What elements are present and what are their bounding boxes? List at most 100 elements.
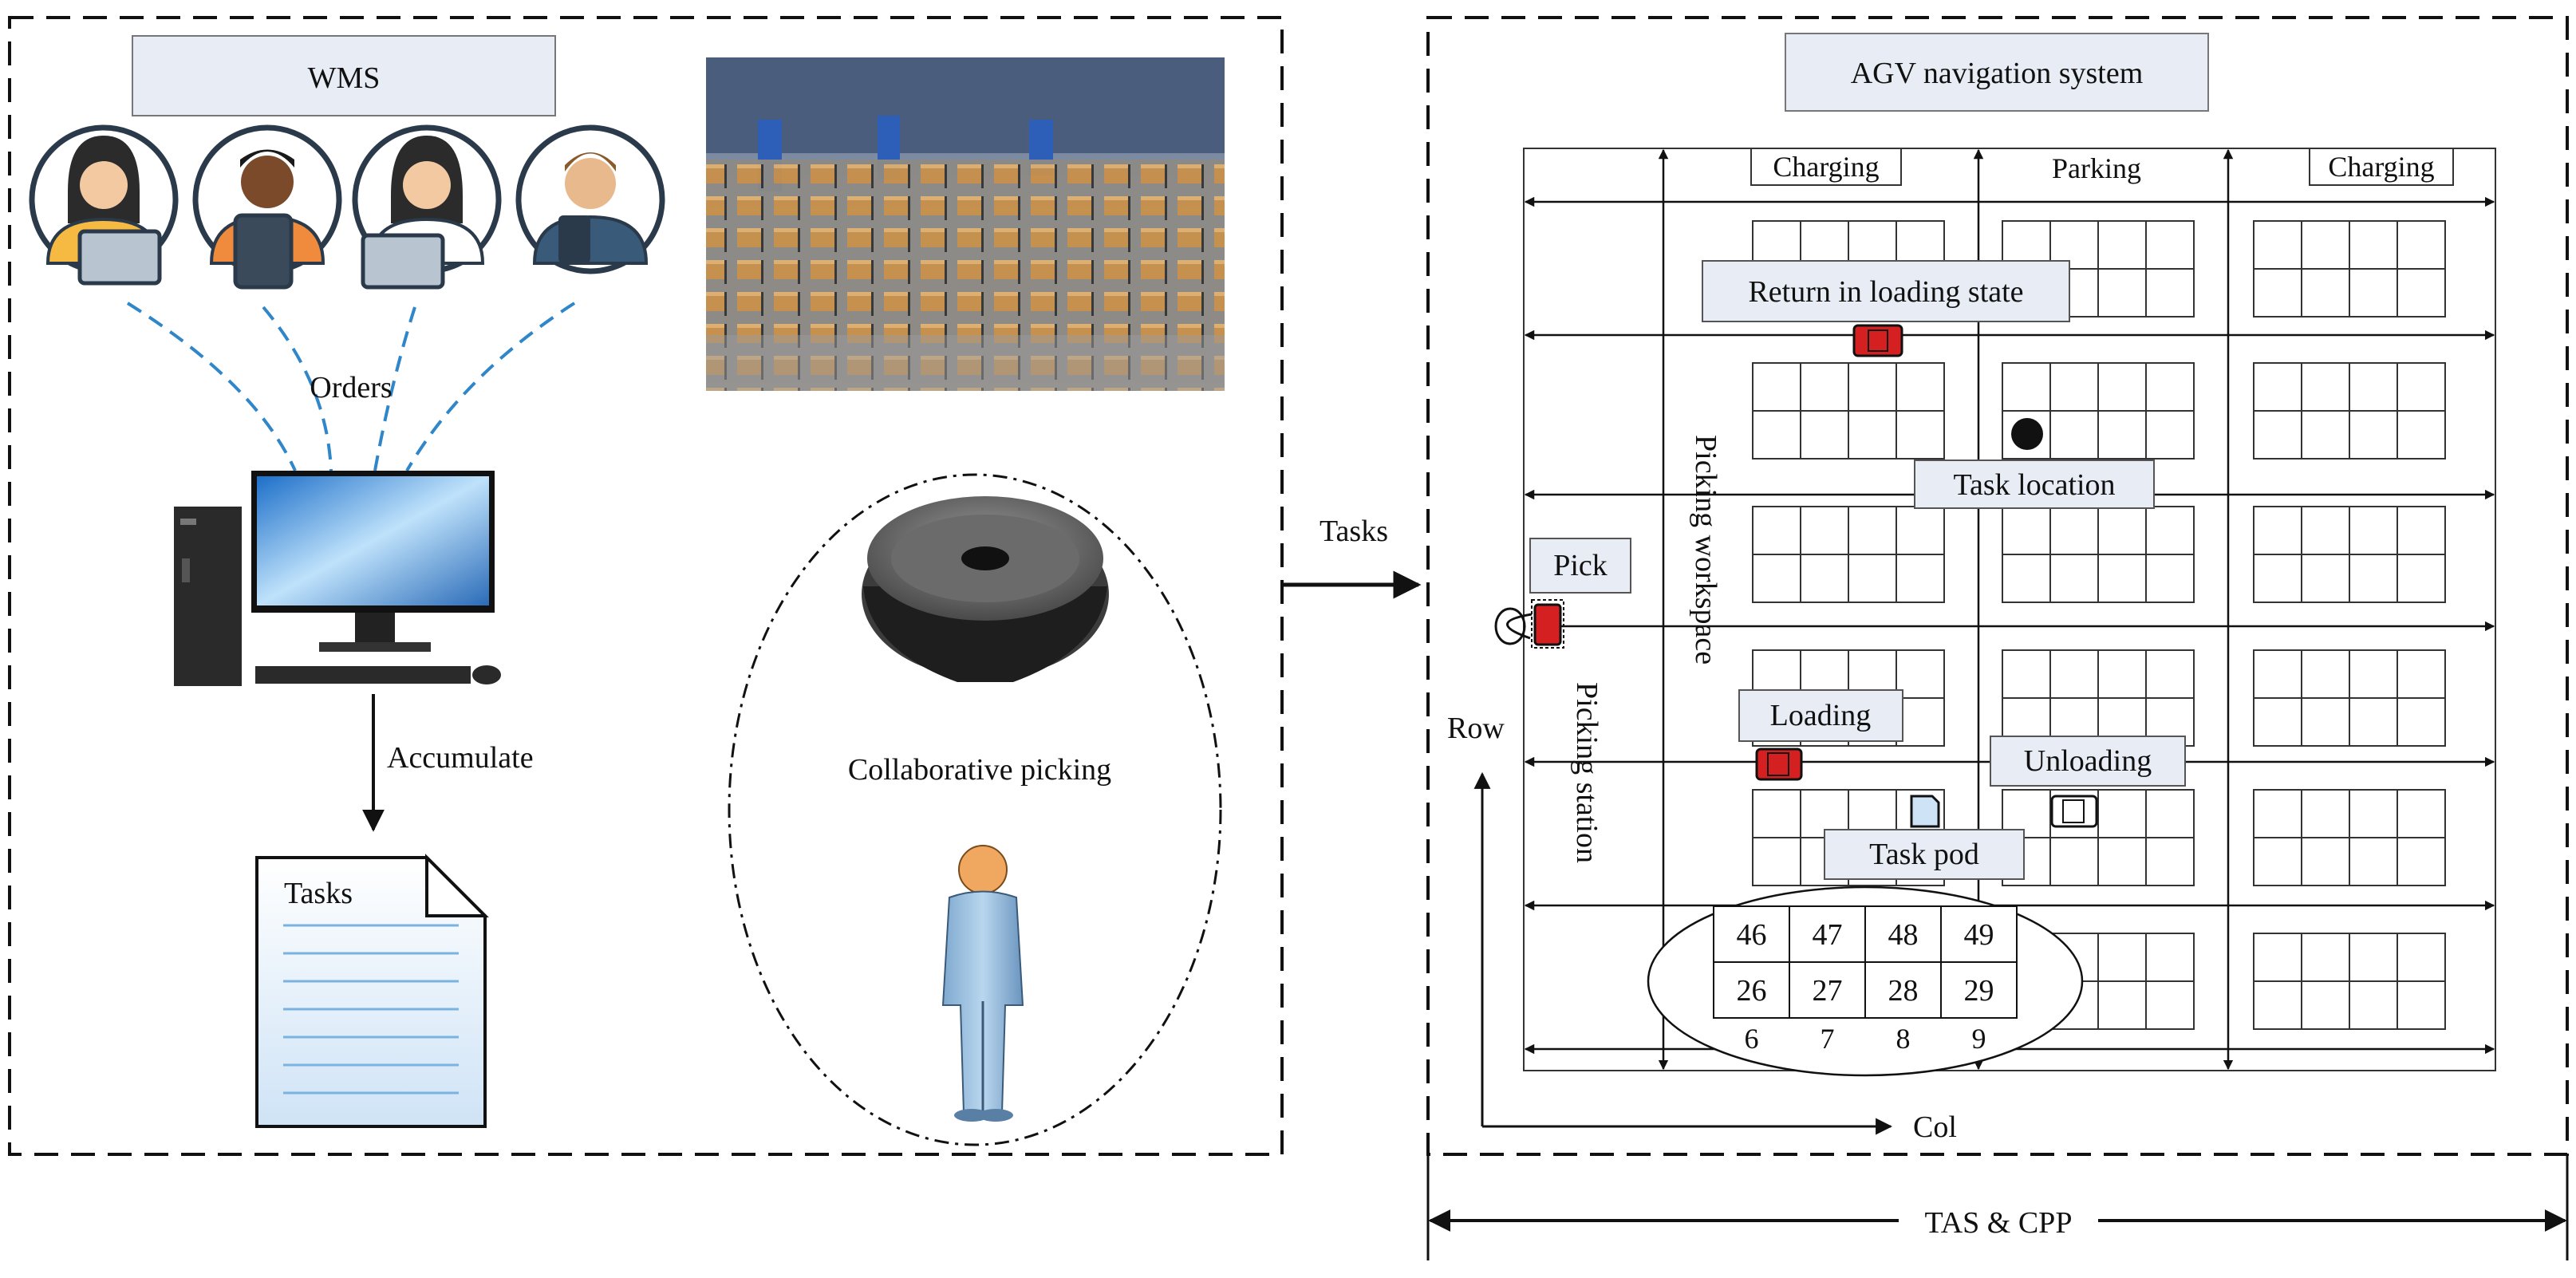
accumulate-label: Accumulate [387,741,534,775]
storage-cell [2349,697,2398,747]
agv-robot-icon [862,496,1109,682]
storage-cell [2145,554,2195,603]
storage-cell [2253,789,2302,838]
agv-title: AGV navigation system [1851,57,2144,90]
storage-cell [1800,554,1849,603]
agv-vehicle-icon [2050,795,2098,828]
storage-cell [2253,506,2302,555]
storage-cell [2253,697,2302,747]
storage-cell [1752,362,1801,412]
storage-cell [2301,697,2350,747]
storage-cell [2002,506,2051,555]
zoom-grid-number: 47 [1813,918,1843,952]
storage-cell [2097,506,2147,555]
storage-cell [1848,554,1897,603]
storage-block [2002,506,2195,603]
zoom-grid-number: 26 [1737,974,1767,1008]
storage-cell [2097,649,2147,699]
storage-block [1752,362,1945,460]
storage-cell [2145,789,2195,838]
zoom-grid-cell [1713,905,1790,963]
storage-cell [2397,789,2446,838]
storage-cell [2301,649,2350,699]
storage-cell [2349,268,2398,318]
storage-cell [1848,362,1897,412]
document-icon [255,854,489,1128]
row-label: Row [1447,712,1505,745]
storage-cell [2349,410,2398,460]
storage-cell [2097,789,2147,838]
storage-cell [2349,220,2398,270]
storage-cell [2301,789,2350,838]
storage-cell [1896,697,1945,747]
pick-box: Pick [1529,538,1631,594]
charging-right-label: Charging [2328,151,2434,183]
zoom-grid-cell [1789,905,1866,963]
zoom-grid-number: 6 [1745,1023,1759,1055]
orders-label: Orders [310,371,392,404]
storage-block [2002,362,2195,460]
storage-block [2002,220,2195,318]
storage-cell [2301,980,2350,1030]
return-label: Return in loading state [1748,275,2023,309]
zoom-grid-cell [1940,961,2018,1019]
person-icon [29,124,179,286]
storage-cell [2301,220,2350,270]
storage-block [1752,506,1945,603]
zoom-grid-number: 49 [1964,918,1994,952]
zoom-grid-number: 28 [1888,974,1919,1008]
storage-cell [2397,837,2446,886]
zoom-grid-cell [1864,905,1942,963]
storage-cell [2049,554,2099,603]
storage-cell [2145,980,2195,1030]
right-panel-border [1426,16,2569,1156]
storage-cell [2097,268,2147,318]
tasks-doc-label: Tasks [284,877,353,910]
storage-cell [2349,789,2398,838]
storage-cell [2253,268,2302,318]
storage-cell [2253,410,2302,460]
storage-cell [1752,410,1801,460]
storage-cell [1896,362,1945,412]
storage-cell [2145,933,2195,982]
storage-cell [1896,506,1945,555]
storage-cell [2002,649,2051,699]
picking-station-label: Picking station [1570,682,1604,863]
unloading-box: Unloading [1990,736,2186,787]
return-label-box: Return in loading state [1702,260,2070,322]
storage-cell [2253,649,2302,699]
zoom-grid-cell [1713,961,1790,1019]
storage-cell [2097,410,2147,460]
storage-cell [2145,837,2195,886]
storage-cell [2253,980,2302,1030]
storage-cell [2049,410,2099,460]
unloading-label: Unloading [2024,744,2152,778]
storage-cell [2145,362,2195,412]
charging-left-label: Charging [1773,151,1879,183]
storage-block [2253,506,2446,603]
storage-cell [1752,506,1801,555]
zoom-grid-number: 48 [1888,918,1919,952]
parking-label: Parking [2052,152,2141,184]
person-icon [515,124,665,274]
zoom-grid-number: 8 [1896,1023,1911,1055]
storage-cell [2049,362,2099,412]
storage-cell [2397,649,2446,699]
storage-cell [1848,410,1897,460]
storage-block [2253,649,2446,747]
storage-cell [2301,362,2350,412]
storage-cell [2097,220,2147,270]
pick-label: Pick [1553,549,1608,582]
span-label-bg [1899,1203,2098,1238]
storage-cell [2097,933,2147,982]
tasks-arrow-label: Tasks [1320,515,1388,548]
storage-cell [2253,220,2302,270]
agv-vehicle-icon [1755,747,1803,781]
storage-cell [2349,933,2398,982]
storage-cell [1752,789,1801,838]
storage-cell [2397,554,2446,603]
picker-worker-icon [941,845,1024,1122]
zoom-grid-cell [1940,905,2018,963]
